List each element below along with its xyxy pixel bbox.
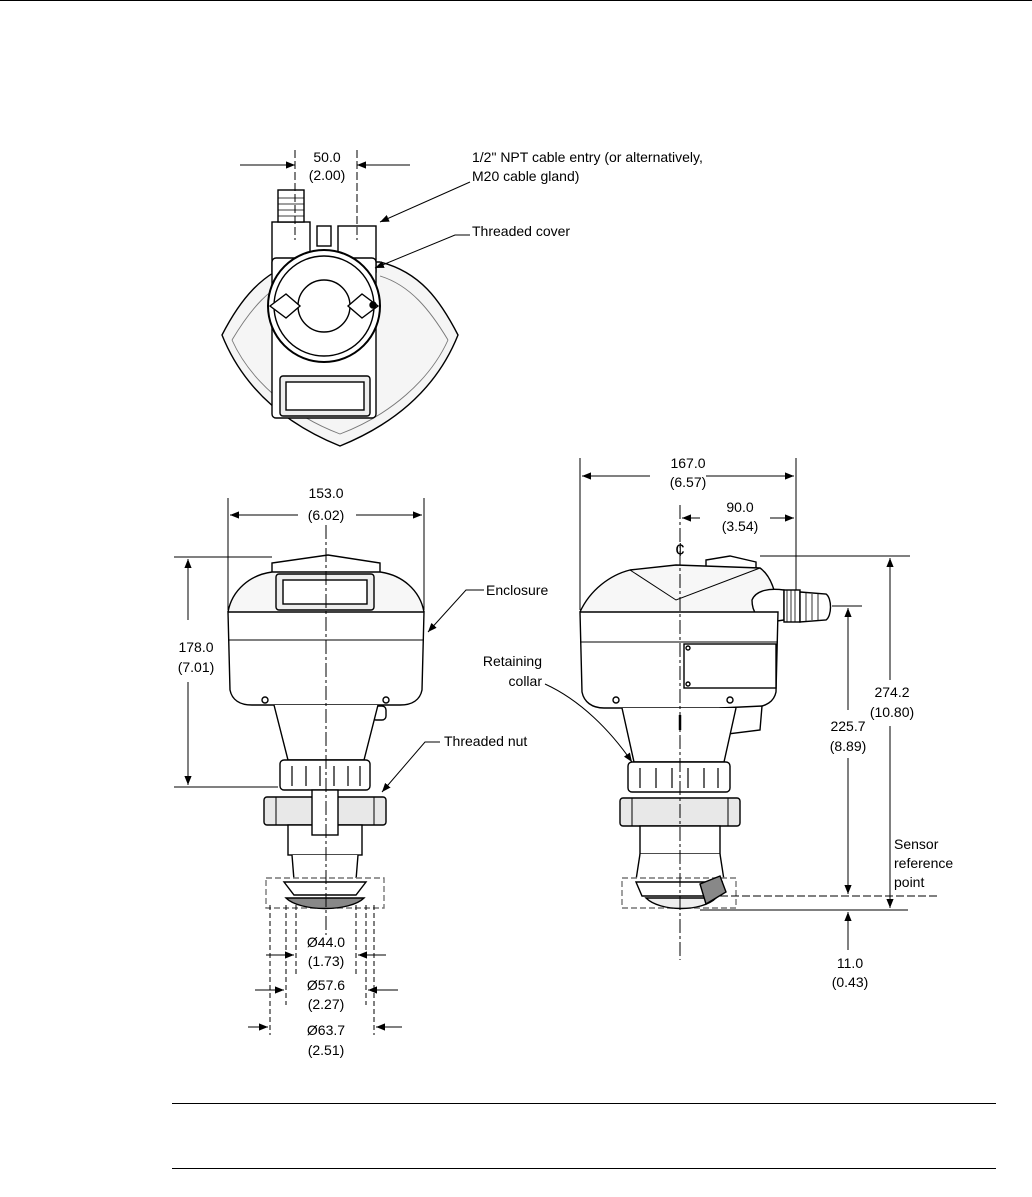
dia44-in: (1.73) — [308, 953, 345, 969]
side-width-mm: 167.0 — [670, 455, 705, 471]
side-view — [580, 556, 831, 909]
side-total-height-in: (10.80) — [870, 704, 914, 720]
top-width-in: (2.00) — [309, 167, 346, 183]
side-bottom-mm: 11.0 — [837, 955, 863, 971]
front-height-mm: 178.0 — [178, 639, 213, 655]
threaded-nut-label: Threaded nut — [444, 733, 527, 749]
centerline-symbol: ¢ — [675, 540, 685, 560]
enclosure-label: Enclosure — [486, 582, 548, 598]
front-width-in: (6.02) — [308, 507, 345, 523]
side-bottom-in: (0.43) — [832, 974, 869, 990]
sensor-ref-label-3: point — [894, 874, 924, 890]
side-ref-height-in: (8.89) — [830, 738, 867, 754]
side-total-height-mm: 274.2 — [874, 684, 909, 700]
side-half-width-in: (3.54) — [722, 518, 759, 534]
dia63-mm: Ø63.7 — [307, 1022, 345, 1038]
top-view — [222, 190, 458, 446]
dia57-in: (2.27) — [308, 996, 345, 1012]
front-height-in: (7.01) — [178, 659, 215, 675]
side-half-width-mm: 90.0 — [726, 499, 753, 515]
cable-entry-label-2: M20 cable gland) — [472, 168, 579, 184]
sensor-ref-label: Sensor — [894, 836, 939, 852]
retaining-collar-label: Retaining — [483, 653, 542, 669]
side-width-in: (6.57) — [670, 474, 707, 490]
dia57-mm: Ø57.6 — [307, 977, 345, 993]
dia44-mm: Ø44.0 — [307, 934, 345, 950]
threaded-cover-label: Threaded cover — [472, 223, 570, 239]
cable-entry-label: 1/2" NPT cable entry (or alternatively, — [472, 149, 703, 165]
top-width-mm: 50.0 — [313, 149, 340, 165]
front-width-mm: 153.0 — [308, 485, 343, 501]
side-ref-height-mm: 225.7 — [830, 718, 865, 734]
dia63-in: (2.51) — [308, 1042, 345, 1058]
sensor-ref-label-2: reference — [894, 855, 953, 871]
retaining-collar-label-2: collar — [509, 673, 543, 689]
